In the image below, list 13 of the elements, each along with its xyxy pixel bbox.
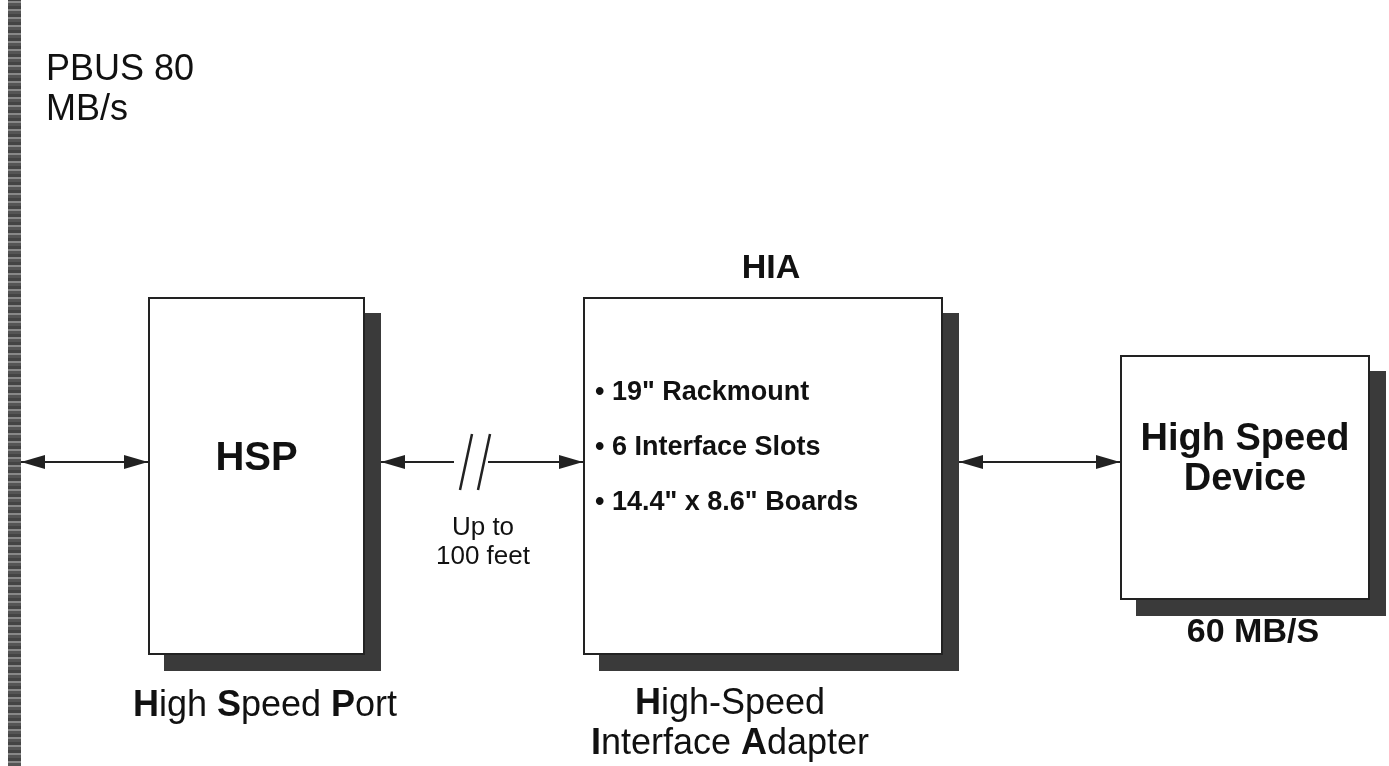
bullet-text: • 6 Interface Slots — [595, 430, 821, 462]
box-heading: HIA — [740, 247, 802, 286]
double-arrow — [20, 455, 149, 469]
box-title: High Speed Device — [1139, 417, 1351, 498]
double-arrow — [958, 455, 1121, 469]
bullet-text: • 19" Rackmount — [595, 375, 810, 407]
caption-text: 60 MB/S — [1185, 612, 1321, 650]
caption-text: PBUS 80 MB/s — [46, 48, 196, 128]
bullet-text: • 14.4" x 8.6" Boards — [595, 485, 859, 517]
box-title: HSP — [215, 435, 298, 477]
caption-text: High Speed Port — [131, 684, 399, 724]
caption-text: High-Speed Interface Adapter — [589, 682, 871, 762]
double-arrow — [380, 455, 584, 469]
